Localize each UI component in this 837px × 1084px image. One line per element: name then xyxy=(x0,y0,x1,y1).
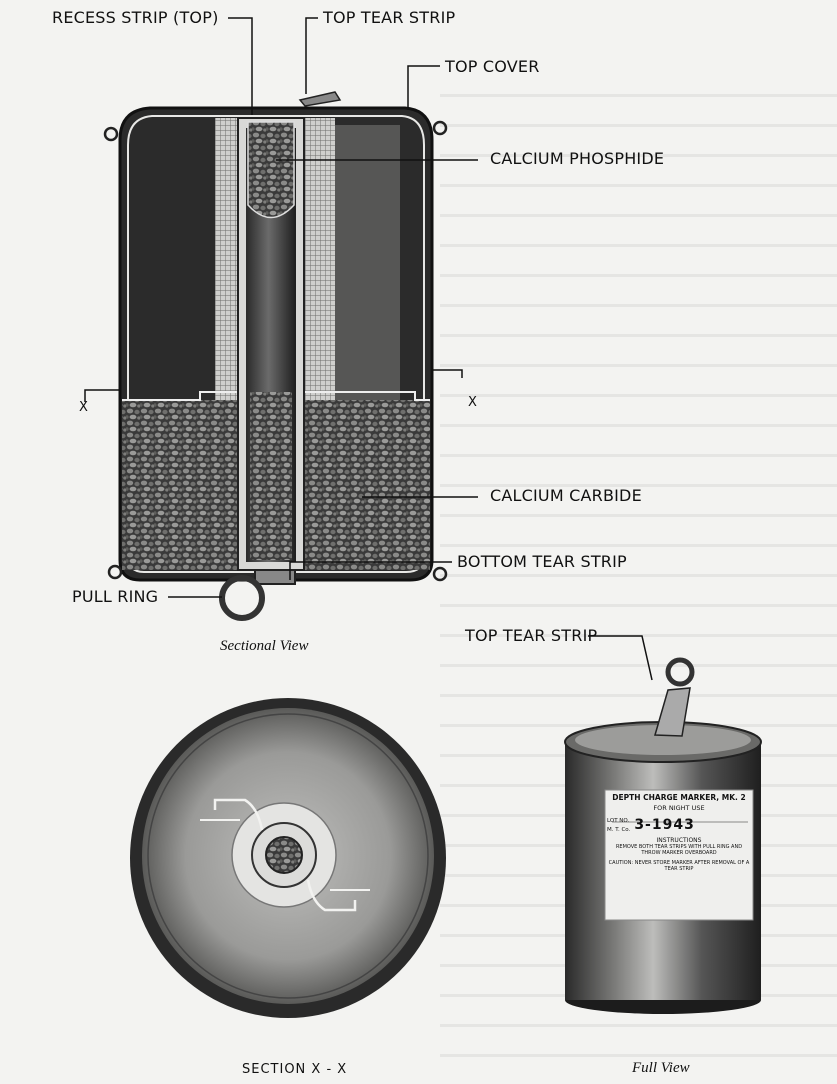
full-view-can-drawing xyxy=(564,657,762,1014)
label-calcium-carbide: CALCIUM CARBIDE xyxy=(490,486,642,505)
can-label-instructions-body: REMOVE BOTH TEAR STRIPS WITH PULL RING A… xyxy=(615,844,743,856)
label-top-tear-strip: TOP TEAR STRIP xyxy=(323,8,456,27)
label-recess-strip: RECESS STRIP (TOP) xyxy=(52,8,219,27)
caption-full-view: Full View xyxy=(632,1060,690,1076)
section-marker-left: X xyxy=(79,400,88,415)
label-top-tear-strip-full: TOP TEAR STRIP xyxy=(465,626,598,645)
can-label-caution: CAUTION: NEVER STORE MARKER AFTER REMOVA… xyxy=(608,860,750,872)
can-paper-label: DEPTH CHARGE MARKER, MK. 2 FOR NIGHT USE… xyxy=(607,793,751,872)
sectional-view-drawing xyxy=(103,91,448,621)
caption-sectional-view: Sectional View xyxy=(220,638,309,654)
label-top-cover: TOP COVER xyxy=(445,57,540,76)
can-label-code: 3-1943 xyxy=(634,817,695,833)
can-label-title: DEPTH CHARGE MARKER, MK. 2 xyxy=(612,793,746,802)
label-pull-ring: PULL RING xyxy=(72,587,159,606)
can-label-mfr: M. T. Co. xyxy=(607,826,631,833)
can-label-instructions-head: INSTRUCTIONS xyxy=(656,837,702,844)
caption-section-xx: SECTION X - X xyxy=(242,1062,348,1077)
section-marker-right: X xyxy=(468,395,477,410)
label-bottom-tear-strip: BOTTOM TEAR STRIP xyxy=(457,552,627,571)
section-xx-drawing xyxy=(130,698,446,1018)
leader-lines xyxy=(84,17,653,681)
label-calcium-phosphide: CALCIUM PHOSPHIDE xyxy=(490,149,665,168)
can-label-lot-no: LOT NO. xyxy=(607,817,630,824)
can-label-subtitle: FOR NIGHT USE xyxy=(653,804,705,812)
